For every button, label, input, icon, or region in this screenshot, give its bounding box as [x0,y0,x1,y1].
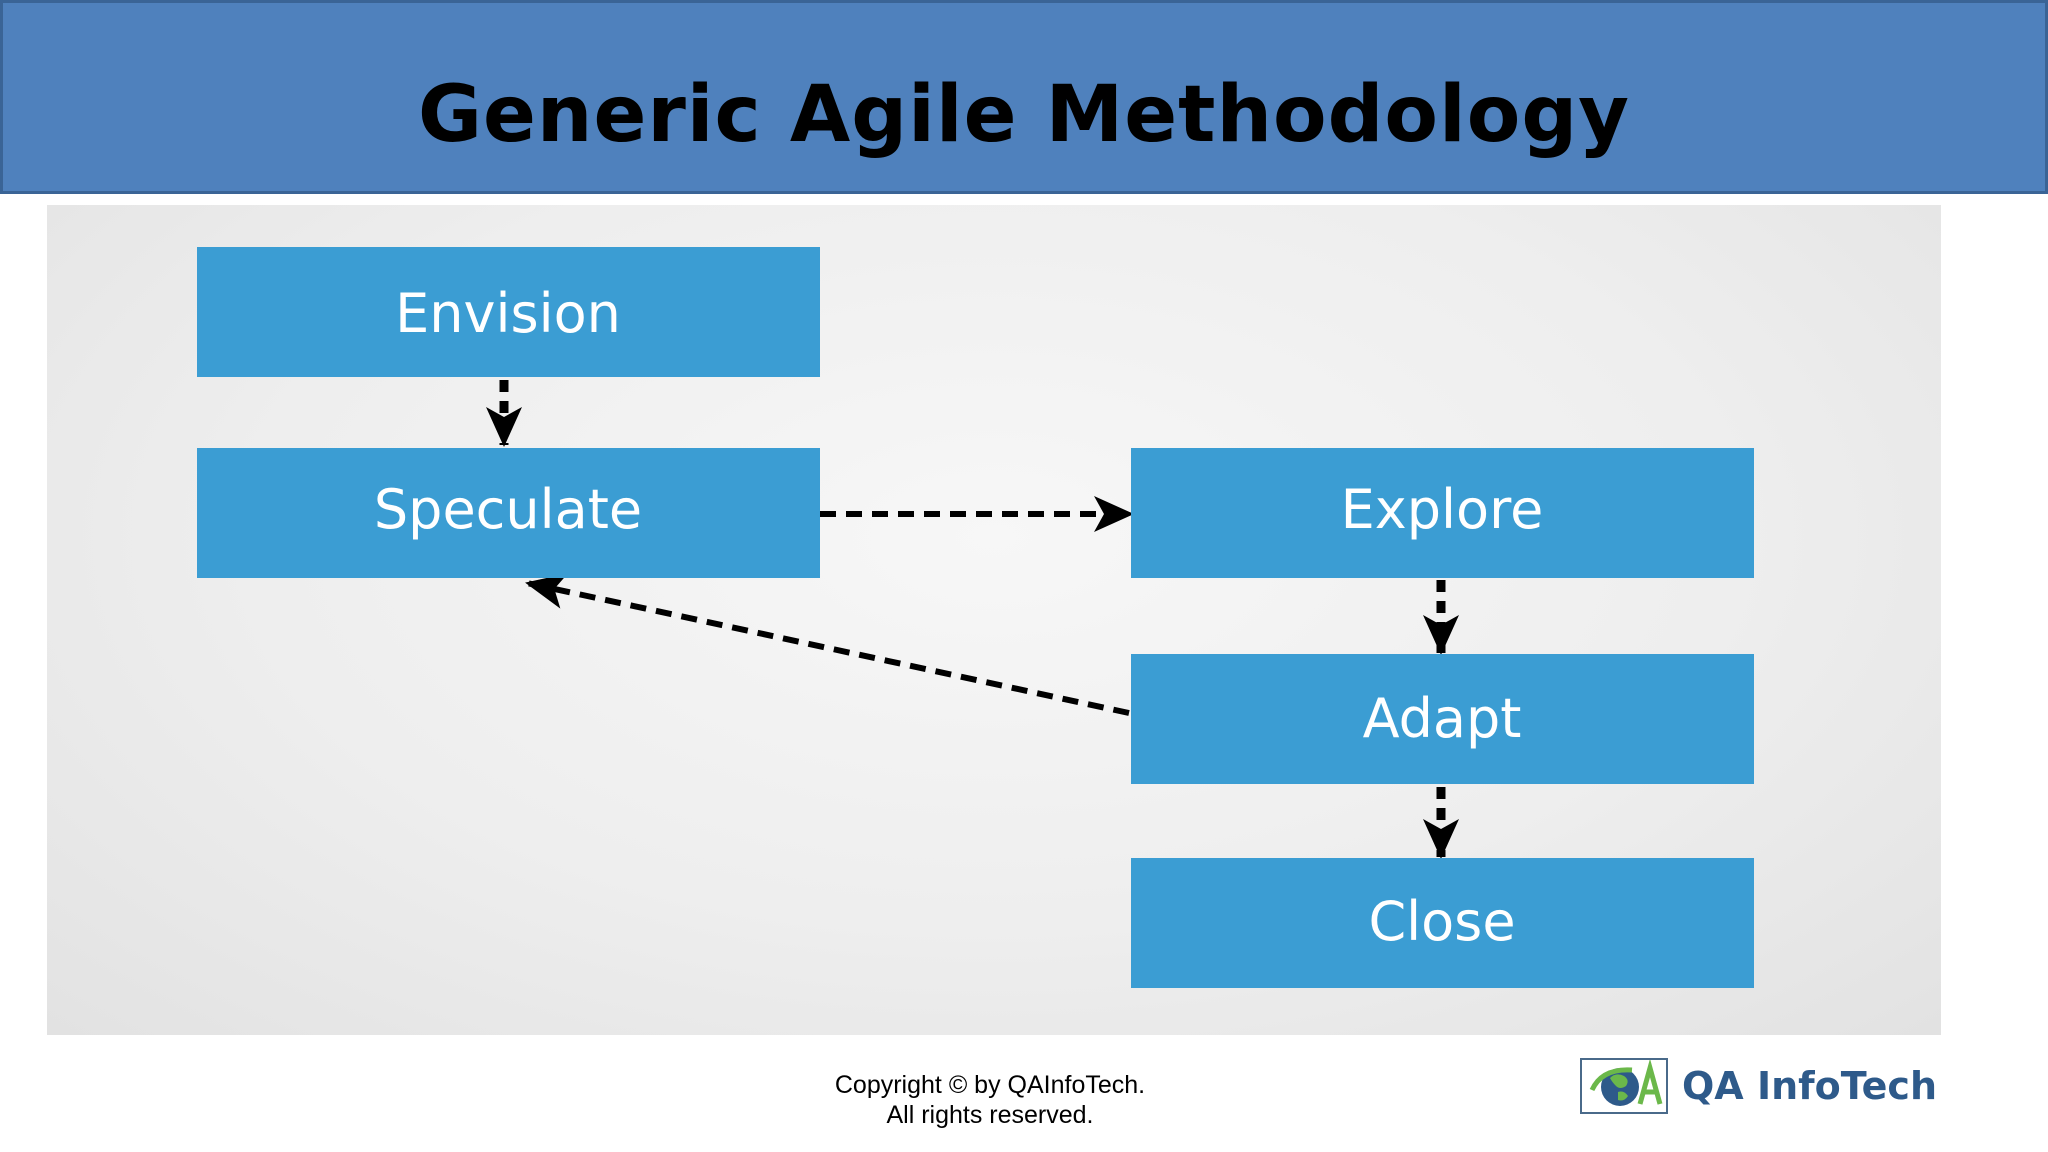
page-title: Generic Agile Methodology [417,70,1631,160]
node-speculate-label: Speculate [374,478,642,541]
qa-globe-logo-icon [1580,1058,1668,1114]
node-adapt: Adapt [1131,654,1754,784]
agile-flow-diagram: Envision Speculate Explore Adapt Close [197,247,1754,988]
diagram-panel: Envision Speculate Explore Adapt Close [47,205,1941,1035]
company-logo: QA InfoTech [1580,1056,1937,1116]
node-envision: Envision [197,247,820,377]
title-bar: Generic Agile Methodology [0,0,2048,194]
node-explore-label: Explore [1341,478,1544,541]
copyright-notice: Copyright © by QAInfoTech. All rights re… [740,1070,1240,1130]
logo-text: QA InfoTech [1682,1064,1937,1108]
edge-adapt-to-speculate [525,573,1130,716]
node-close: Close [1131,858,1754,988]
node-close-label: Close [1368,890,1515,953]
node-envision-label: Envision [395,282,621,345]
node-speculate: Speculate [197,448,820,578]
copyright-line-1: Copyright © by QAInfoTech. [834,1071,1146,1099]
node-adapt-label: Adapt [1363,687,1522,750]
copyright-line-2: All rights reserved. [886,1101,1094,1129]
node-explore: Explore [1131,448,1754,578]
